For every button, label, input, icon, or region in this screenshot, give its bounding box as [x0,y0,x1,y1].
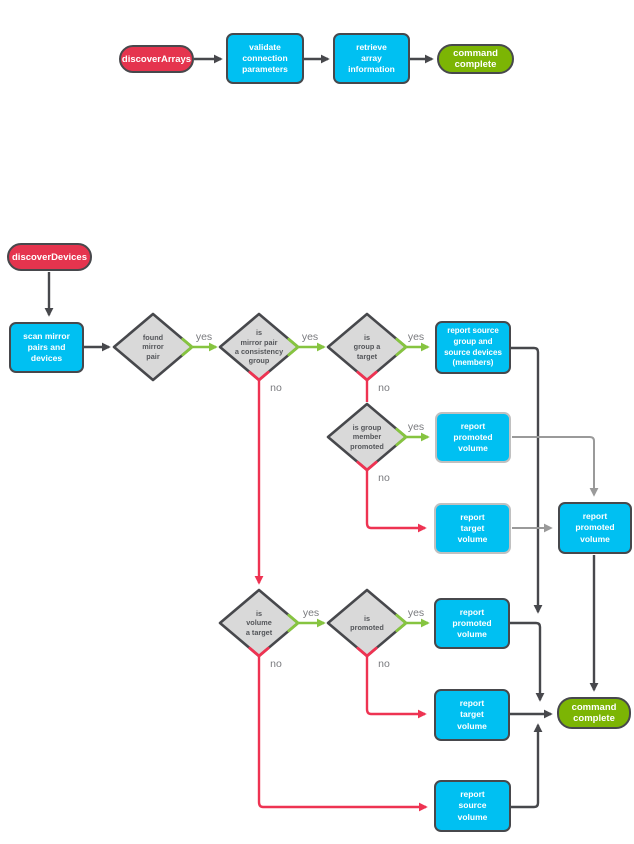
report-target-volume-b-step: report target volume [434,689,510,741]
report-source-volume-step: report source volume [434,780,511,832]
retrieve-array-step: retrieve array information [333,33,410,84]
gray-edges [512,436,599,533]
yes-label-group-target: yes [407,331,425,343]
is-group-member-promoted-diamond [326,402,408,472]
dark-edges [44,54,599,809]
report-target-volume-a-step: report target volume [434,503,511,554]
discover-arrays-start: discoverArrays [119,45,194,73]
no-label-is-promoted: no [378,658,390,670]
report-promoted-volume-b-step: report promoted volume [434,598,510,649]
command-complete-top-end: command complete [437,44,514,74]
yes-label-volume-target: yes [302,607,320,619]
no-label-group-member-promoted: no [378,472,390,484]
yes-label-found-mirror-pair: yes [195,331,213,343]
decision-diamonds [112,312,408,658]
is-group-target-diamond [326,312,408,382]
vertex-chevrons [181,337,408,658]
is-promoted-diamond [326,588,408,658]
no-label-mirror-pair-cg: no [270,382,282,394]
command-complete-bottom-end: command complete [557,697,631,729]
no-label-group-target: no [378,382,390,394]
yes-edges [193,342,430,628]
is-volume-target-diamond [218,588,300,658]
no-label-volume-target: no [270,658,282,670]
report-source-group-step: report source group and source devices (… [435,321,511,374]
report-promoted-volume-a-step: report promoted volume [435,412,511,463]
yes-label-is-promoted: yes [407,607,425,619]
found-mirror-pair-diamond [112,312,194,382]
validate-connection-step: validate connection parameters [226,33,304,84]
is-mirror-pair-cg-diamond [218,312,300,382]
yes-label-mirror-pair-cg: yes [301,331,319,343]
no-edges [254,381,428,812]
scan-mirror-step: scan mirror pairs and devices [9,322,84,373]
report-promoted-volume-right-step: report promoted volume [558,502,632,554]
discover-devices-start: discoverDevices [7,243,92,271]
yes-label-group-member-promoted: yes [407,421,425,433]
